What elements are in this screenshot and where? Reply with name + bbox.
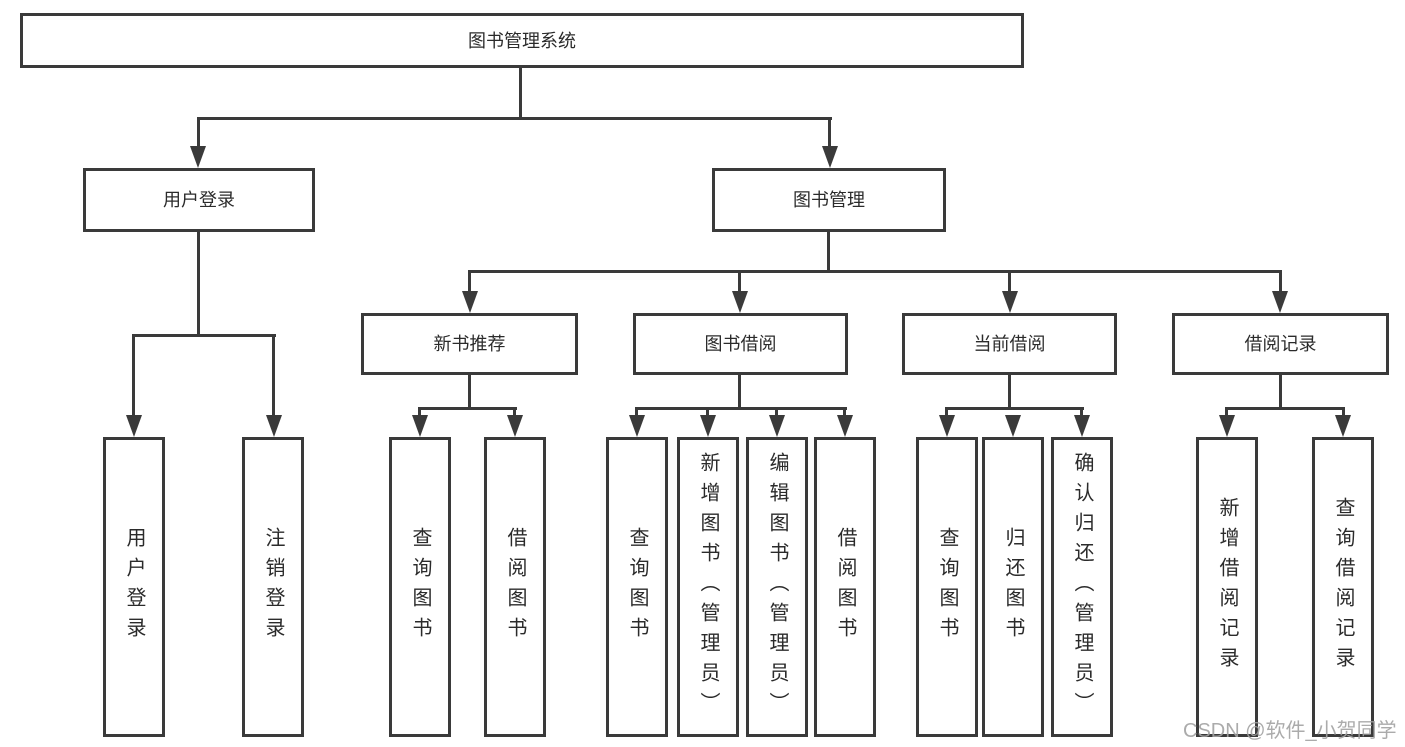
arrow-down [1002,291,1018,313]
node-current-borrowing: 当前借阅 [902,313,1117,375]
connector-line [775,407,778,419]
node-new-book-recommend: 新书推荐 [361,313,578,375]
arrow-down [1219,415,1235,437]
connector-line [468,375,471,410]
connector-line [418,407,421,419]
connector-line [843,407,846,419]
node-cb-confirm-return-admin: 确认归还（管理员） [1051,437,1113,737]
node-label: 新增图书（管理员） [697,452,719,722]
node-user-login: 用户登录 [83,168,315,232]
node-br-query-record: 查询借阅记录 [1312,437,1374,737]
connector-line [738,270,741,293]
node-bb-add-book-admin: 新增图书（管理员） [677,437,739,737]
connector-line [1080,407,1083,419]
connector-line [132,334,135,418]
connector-line [738,375,741,410]
node-label: 借阅记录 [1244,334,1317,354]
node-label: 查询图书 [409,527,431,647]
node-br-add-record: 新增借阅记录 [1196,437,1258,737]
node-logout-login: 注销登录 [242,437,304,737]
connector-line [635,407,847,410]
arrow-down [1335,415,1351,437]
node-nb-borrow-book: 借阅图书 [484,437,546,737]
arrow-down [700,415,716,437]
node-user-login-leaf: 用户登录 [103,437,165,737]
connector-line [1342,407,1345,419]
node-book-management: 图书管理 [712,168,946,232]
node-label: 确认归还（管理员） [1071,452,1093,722]
connector-line [132,334,276,337]
node-label: 新书推荐 [433,334,506,354]
arrow-down [732,291,748,313]
node-cb-query-book: 查询图书 [916,437,978,737]
node-label: 查询图书 [626,527,648,647]
connector-line [1225,407,1228,419]
node-cb-return-book: 归还图书 [982,437,1044,737]
node-label: 借阅图书 [834,527,856,647]
connector-line [945,407,1084,410]
connector-line [1008,375,1011,410]
connector-line [468,270,1282,273]
arrow-down [412,415,428,437]
node-label: 注销登录 [262,527,284,647]
arrow-down [822,146,838,168]
arrow-down [462,291,478,313]
node-label: 图书借阅 [704,334,777,354]
connector-line [272,334,275,418]
node-label: 查询借阅记录 [1332,497,1354,677]
arrow-down [629,415,645,437]
node-bb-query-book: 查询图书 [606,437,668,737]
node-label: 新增借阅记录 [1216,497,1238,677]
connector-line [828,117,831,149]
connector-line [468,270,471,293]
node-nb-query-book: 查询图书 [389,437,451,737]
node-label: 用户登录 [123,527,145,647]
watermark: CSDN @软件_小贺同学 [1183,720,1397,742]
node-label: 查询图书 [936,527,958,647]
arrow-down [190,146,206,168]
arrow-down [1272,291,1288,313]
node-root: 图书管理系统 [20,13,1024,68]
connector-line [827,232,830,273]
arrow-down [769,415,785,437]
node-borrowing-records: 借阅记录 [1172,313,1389,375]
connector-line [706,407,709,419]
connector-line [1279,375,1282,410]
connector-line [197,117,832,120]
connector-line [1008,270,1011,293]
arrow-down [837,415,853,437]
arrow-down [1005,415,1021,437]
arrow-down [126,415,142,437]
connector-line [418,407,517,410]
node-label: 图书管理 [793,190,865,210]
node-root-label: 图书管理系统 [468,30,576,51]
connector-line [197,232,200,337]
connector-line [1279,270,1282,293]
arrow-down [266,415,282,437]
connector-line [519,68,522,118]
connector-line [1225,407,1345,410]
arrow-down [507,415,523,437]
node-bb-edit-book-admin: 编辑图书（管理员） [746,437,808,737]
arrow-down [939,415,955,437]
node-bb-borrow-book: 借阅图书 [814,437,876,737]
connector-line [945,407,948,419]
connector-line [197,117,200,149]
node-label: 归还图书 [1002,527,1024,647]
arrow-down [1074,415,1090,437]
node-label: 编辑图书（管理员） [766,452,788,722]
connector-line [635,407,638,419]
node-label: 用户登录 [163,190,235,210]
node-label: 借阅图书 [504,527,526,647]
node-label: 当前借阅 [973,334,1046,354]
node-book-borrowing: 图书借阅 [633,313,848,375]
connector-line [513,407,516,419]
